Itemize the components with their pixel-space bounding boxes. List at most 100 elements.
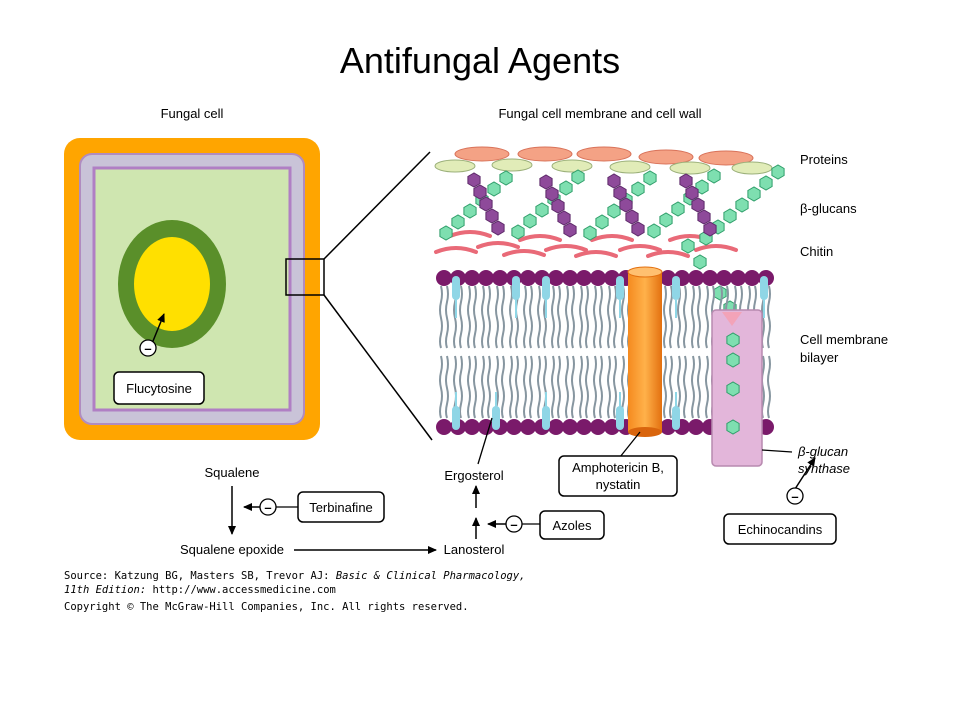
- glucans-label: β-glucans: [800, 201, 857, 216]
- protein: [517, 146, 573, 162]
- chitin-unit: [545, 186, 559, 202]
- lipid-tail: [669, 285, 673, 349]
- lipid-tail: [571, 355, 575, 419]
- lipid-tail: [459, 355, 463, 419]
- lipid-head: [478, 270, 494, 286]
- glucan-unit: [707, 168, 721, 184]
- lipid-tail: [579, 355, 583, 419]
- protein: [731, 161, 773, 175]
- ergosterol-molecule: [616, 406, 624, 430]
- inhibit-icon: [139, 339, 157, 357]
- glucan-unit: [647, 223, 661, 239]
- lipid-tail: [705, 355, 709, 419]
- echinocandins-label: Echinocandins: [738, 522, 823, 537]
- lipid-head: [436, 270, 452, 286]
- chitin-unit: [631, 221, 645, 237]
- lipid-tail: [613, 285, 617, 349]
- lipid-tail: [467, 355, 471, 419]
- source-citation: Source: Katzung BG, Masters SB, Trevor A…: [64, 570, 526, 613]
- flucytosine-label: Flucytosine: [126, 381, 192, 396]
- chitin-arc: [502, 249, 546, 257]
- lipid-head: [590, 270, 606, 286]
- lipid-tail: [767, 355, 771, 419]
- glucan-unit: [523, 213, 537, 229]
- lanosterol-label: Lanosterol: [444, 542, 505, 557]
- azoles-box: [539, 510, 605, 540]
- echinocandins-inhibitor: – Echinocandins: [723, 457, 837, 545]
- chitin-unit: [551, 198, 565, 214]
- chitin-unit: [473, 184, 487, 200]
- chitin-unit: [613, 185, 627, 201]
- lipid-tail: [523, 355, 527, 419]
- zoom-line-top: [323, 151, 431, 260]
- lipid-tail: [467, 285, 471, 349]
- lipid-tail: [523, 285, 527, 349]
- glucan-unit: [713, 285, 727, 301]
- glucan-unit: [463, 203, 477, 219]
- ergosterol-molecule: [760, 276, 768, 300]
- membrane-label-2: bilayer: [800, 350, 839, 365]
- chitin-arc: [574, 250, 618, 258]
- echinocandins-box: [723, 513, 837, 545]
- inhibit-symbol: –: [791, 489, 798, 504]
- lipid-head: [744, 270, 760, 286]
- glucan-unit: [607, 203, 621, 219]
- membrane-wall-heading: Fungal cell membrane and cell wall: [498, 106, 701, 121]
- chitin-label: Chitin: [800, 244, 833, 259]
- protein-layer: [434, 146, 773, 175]
- lipid-head: [492, 270, 508, 286]
- chitin-unit: [703, 221, 717, 237]
- glucan-unit: [735, 197, 749, 213]
- glucan-unit: [726, 332, 740, 348]
- ergosterol-molecule: [542, 276, 550, 300]
- ergosterol-label: Ergosterol: [444, 468, 503, 483]
- lipid-tail: [669, 355, 673, 419]
- protein: [638, 149, 694, 165]
- ergosterol-molecule: [452, 406, 460, 430]
- lipid-tail: [593, 355, 597, 419]
- chitin-unit: [607, 173, 621, 189]
- lipid-tail: [585, 285, 589, 349]
- amphotericin-box: Amphotericin B, nystatin: [558, 431, 678, 497]
- glucan-unit: [723, 208, 737, 224]
- lipid-tail: [537, 355, 541, 419]
- lipid-tail: [585, 355, 589, 419]
- lipid-head: [464, 419, 480, 435]
- glucan-unit: [559, 180, 573, 196]
- lipid-tail: [487, 285, 491, 349]
- terbinafine-box: [297, 491, 385, 523]
- lipid-tail: [697, 355, 701, 419]
- lipid-tail: [495, 285, 499, 349]
- azoles-label: Azoles: [552, 518, 592, 533]
- lipid-tail: [677, 285, 681, 349]
- lipid-tail: [697, 285, 701, 349]
- chitin-unit: [485, 208, 499, 224]
- amphotericin-channel: [627, 266, 663, 437]
- chitin-layer: [434, 230, 738, 258]
- terbinafine-label: Terbinafine: [309, 500, 373, 515]
- chitin-unit: [539, 174, 553, 190]
- chitin-unit: [691, 197, 705, 213]
- ergosterol-molecule: [452, 276, 460, 300]
- glucan-unit: [511, 224, 525, 240]
- lipid-tail: [439, 285, 443, 349]
- lipid-head: [688, 270, 704, 286]
- chitin-unit: [679, 173, 693, 189]
- lipid-head: [716, 270, 732, 286]
- inhibit-symbol: –: [144, 341, 151, 356]
- lipid-tail: [445, 355, 449, 419]
- lipid-tail: [607, 285, 611, 349]
- lipid-tail: [473, 285, 477, 349]
- chitin-arc: [476, 241, 520, 249]
- glucan-unit: [693, 254, 707, 270]
- lipid-head: [590, 419, 606, 435]
- lipid-head: [548, 419, 564, 435]
- lipid-tail: [767, 285, 771, 349]
- copyright: Copyright © The McGraw-Hill Companies, I…: [64, 601, 469, 613]
- glucan-unit: [499, 170, 513, 186]
- synthase-glucan-chain: [722, 312, 742, 435]
- protein: [434, 159, 476, 173]
- lipid-tail: [571, 285, 575, 349]
- ergosterol-molecule: [616, 276, 624, 300]
